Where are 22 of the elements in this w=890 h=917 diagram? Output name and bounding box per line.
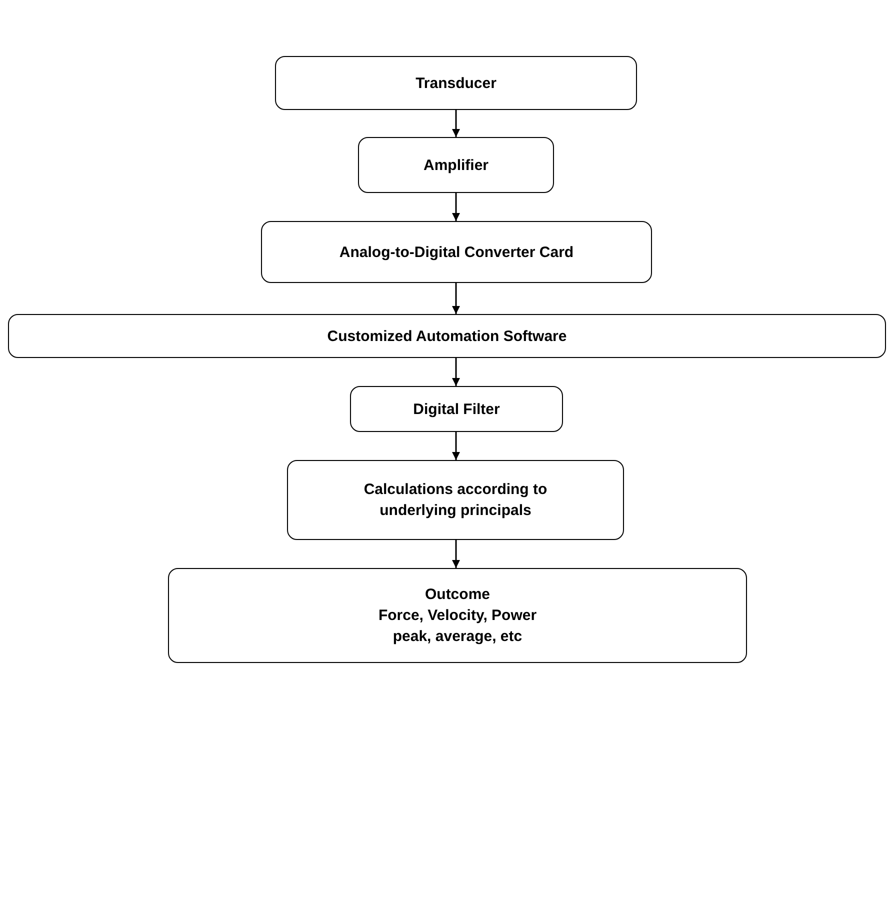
process-box [168, 568, 747, 663]
process-box [358, 137, 554, 193]
box-text: Force, Velocity, Power [378, 606, 537, 626]
box-text: Analog-to-Digital Converter Card [339, 242, 574, 262]
process-box [261, 221, 652, 283]
arrow [452, 110, 460, 137]
process-box [275, 56, 637, 110]
box-text: Digital Filter [413, 400, 500, 420]
process-box [350, 386, 563, 432]
arrow [452, 432, 460, 460]
box-text: Customized Automation Software [327, 326, 567, 346]
arrow [452, 283, 460, 314]
box-text: Calculations according to underlying principals [362, 480, 548, 521]
arrow [452, 358, 460, 386]
box-heading: Outcome [424, 585, 490, 605]
box-text: Amplifier [423, 156, 488, 176]
box-text: peak, average, etc [392, 627, 522, 647]
process-box [8, 314, 886, 358]
arrow [452, 193, 460, 221]
box-text: Transducer [416, 74, 496, 94]
arrow [452, 540, 460, 568]
process-box [287, 460, 624, 540]
